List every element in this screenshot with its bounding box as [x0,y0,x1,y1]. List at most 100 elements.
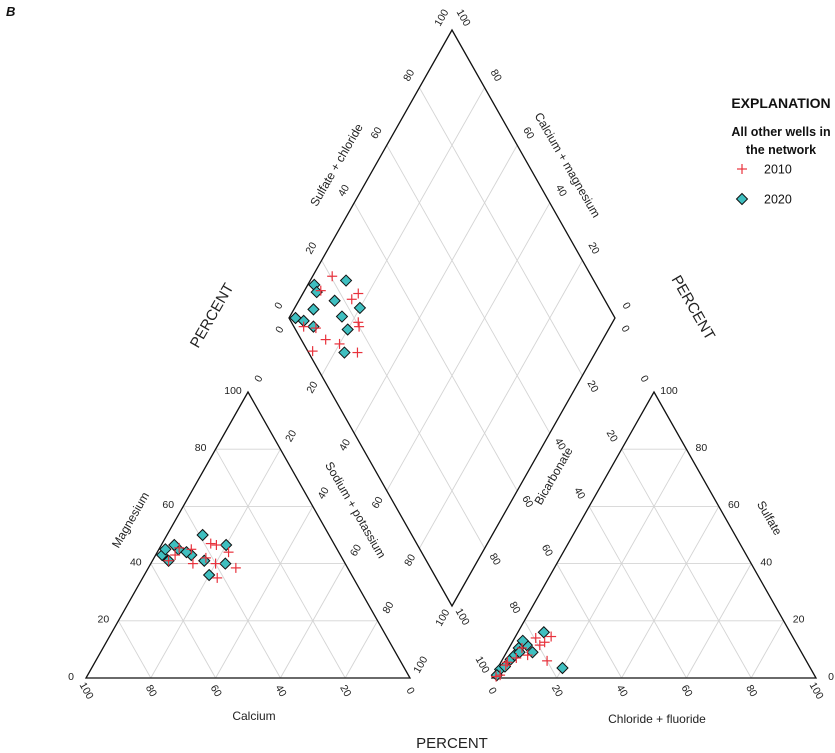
point-2020-diamond [307,320,320,333]
tick-label-cation_na: 80 [380,599,396,615]
tick-label-cation_ca: 40 [272,683,288,699]
tick-label-anion_hco3: 80 [506,600,522,616]
tick-label-cation_ca: 100 [77,680,96,701]
tick-label-diamond_so4cl: 40 [336,182,352,198]
tick-label-cation_ca: 0 [404,685,417,696]
tick-label-diamond_camg: 100 [454,7,473,28]
tick-label-anion_so4: 40 [760,556,772,568]
point-2010-diamond [315,285,326,296]
point-2010-diamond [307,346,318,357]
point-2010-diamond [298,321,309,332]
grid-line [419,260,583,549]
point-2010-diamond [353,288,364,299]
point-2010-anion [534,640,545,651]
point-2010-cation [163,555,174,566]
point-2020-diamond [289,311,302,325]
axis-title-magnesium: Magnesium [109,490,152,551]
tick-label-anion_cl: 60 [678,683,694,699]
grid-line [321,260,485,549]
point-2010-cation [174,542,185,553]
tick-label-anion_so4: 100 [660,385,678,397]
tick-label-cation_na: 60 [348,542,364,558]
point-2010-anion [495,670,506,681]
legend-marker-2020 [735,192,749,206]
axis-title-calcium: Calcium [232,709,275,723]
axis-title-calcium-magnesium: Calcium + magnesium [532,110,604,220]
cation-triangle [84,390,412,679]
grid-line [353,144,518,434]
point-2010-anion [491,671,502,682]
grid-line [150,563,216,679]
point-2020-diamond [335,310,349,323]
grid-line [182,506,281,679]
point-2010-cation [210,558,221,569]
legend-title: EXPLANATION [731,95,830,111]
tick-label-anion_so4: 60 [728,499,740,511]
tick-label-anion_hco3: 60 [539,542,555,558]
grid-line [621,506,720,679]
tick-label-diamond_hco3: 60 [519,494,535,510]
grid-lines [118,87,784,679]
tick-label-diamond_nak: 80 [402,552,418,568]
tick-label-cation_mg: 20 [98,614,110,626]
figure-label: B [6,4,15,19]
point-2020-cation [219,538,233,552]
grid-line [686,563,752,679]
point-2010-diamond [354,321,365,332]
point-2010-anion [542,655,553,666]
point-2010-diamond [352,347,363,358]
tick-label-diamond_hco3: 100 [453,606,472,627]
grid-line [386,144,551,434]
tick-label-anion_so4: 0 [828,671,834,683]
tick-label-cation_mg: 80 [195,442,207,454]
tick-label-diamond_so4cl: 60 [368,125,384,141]
tick-label-cation_mg: 60 [162,499,174,511]
tick-label-cation_ca: 80 [143,683,159,699]
point-2010-cation [187,558,198,569]
tick-label-cation_na: 0 [252,373,265,384]
tick-label-diamond_camg: 60 [520,125,536,141]
grid-line [386,202,551,492]
point-2010-cation [230,562,241,573]
point-2010-diamond [310,323,321,334]
point-2020-diamond [339,274,353,287]
point-2020-diamond [338,346,351,359]
axis-title-sulfate-chloride: Sulfate + chloride [307,121,366,209]
point-2020-anion [516,634,529,648]
tick-label-diamond_camg: 20 [585,240,601,256]
tick-label-anion_hco3: 20 [604,428,620,444]
tick-label-anion_cl: 100 [807,680,826,701]
tick-label-diamond_nak: 20 [304,379,320,395]
grid-line [280,563,346,679]
tick-label-anion_cl: 0 [486,685,499,696]
tick-label-anion_cl: 80 [743,683,759,699]
tick-label-diamond_nak: 0 [273,324,286,335]
tick-label-cation_mg: 40 [130,556,142,568]
plot-frames [84,28,818,679]
tick-label-cation_mg: 0 [68,671,74,683]
legend-label-2020: 2020 [764,193,792,207]
tick-label-diamond_nak: 60 [369,494,385,510]
point-2020-cation [198,554,211,567]
point-2010-anion [516,642,527,653]
point-2010-cation [211,540,222,551]
point-2010-cation [223,547,234,558]
tick-label-anion_cl: 40 [614,683,630,699]
tick-label-anion_hco3: 40 [571,485,587,501]
tick-label-diamond_so4cl: 20 [303,240,319,256]
point-2020-cation [202,568,216,582]
tick-label-diamond_hco3: 20 [584,378,600,394]
percent-label-bottom: PERCENT [416,735,488,752]
tick-label-diamond_camg: 40 [553,183,569,199]
grid-line [556,563,622,679]
point-2010-cation [205,538,216,549]
tick-label-diamond_camg: 0 [620,300,633,311]
tick-label-anion_so4: 20 [793,614,805,626]
point-2020-diamond [341,323,354,336]
tick-label-diamond_so4cl: 80 [401,67,417,83]
point-2020-anion [537,626,551,639]
tick-label-anion_cl: 20 [549,683,565,699]
